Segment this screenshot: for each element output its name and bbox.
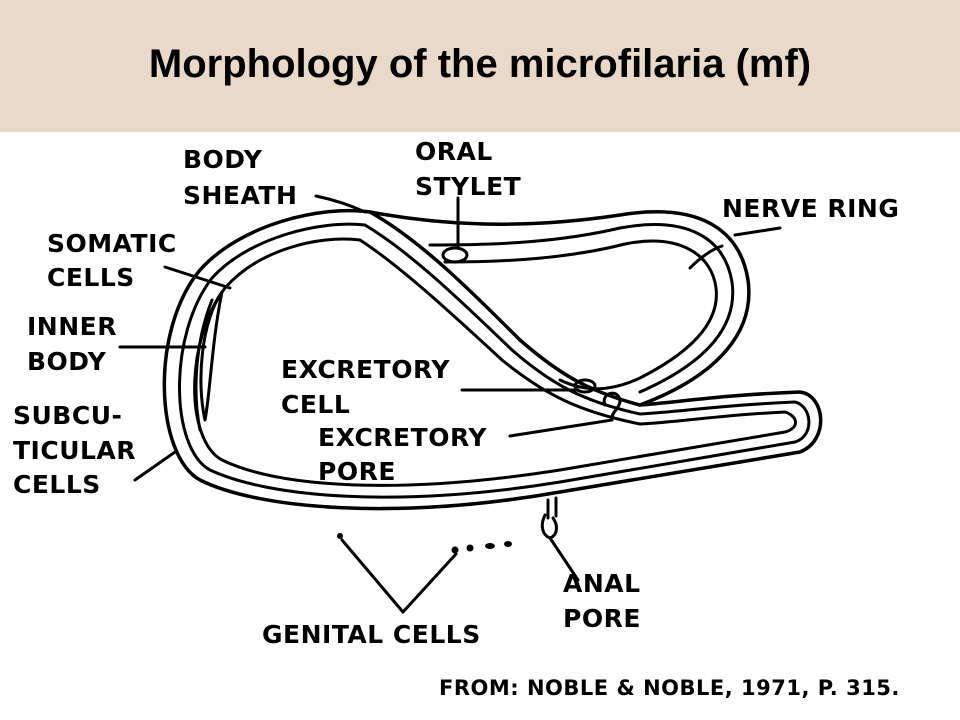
slide-title: Morphology of the microfilaria (mf) <box>148 41 812 86</box>
label-subcuticular-line1: SUBCU- <box>13 401 122 430</box>
label-inner-body: INNER BODY <box>27 312 126 376</box>
label-excretory-cell: EXCRETORY CELL <box>281 355 459 419</box>
label-excretory-cell-line1: EXCRETORY <box>281 355 450 384</box>
head-loop-outer <box>368 210 751 407</box>
label-excretory-cell-line2: CELL <box>281 390 350 419</box>
genital-cell <box>466 544 474 552</box>
label-subcuticular-cells: SUBCU- TICULAR CELLS <box>13 401 145 499</box>
inner-body-line <box>194 298 214 432</box>
excretory-cell <box>573 378 597 394</box>
worm-outer-sheath <box>162 208 823 511</box>
label-inner-body-line1: INNER <box>27 312 117 341</box>
leader-nerve-ring <box>733 226 782 237</box>
leader-body-sheath <box>314 194 367 214</box>
label-subcuticular-line2: TICULAR <box>13 436 136 465</box>
label-body-sheath: BODY SHEATH <box>183 145 297 210</box>
label-genital-cells: GENITAL CELLS <box>262 620 481 649</box>
label-oral-stylet-line2: STYLET <box>415 172 521 201</box>
label-oral-stylet: ORAL STYLET <box>415 137 521 201</box>
label-excretory-pore: EXCRETORY PORE <box>318 423 496 486</box>
label-somatic-cells: SOMATIC CELLS <box>47 229 186 292</box>
label-body-sheath-line2: SHEATH <box>183 181 297 210</box>
leader-subcuticular-cells <box>133 450 177 482</box>
label-subcuticular-line3: CELLS <box>13 470 101 499</box>
title-banner: Morphology of the microfilaria (mf) <box>0 0 960 132</box>
excretory-pore <box>602 391 622 420</box>
leader-genital-cells-right <box>401 552 458 614</box>
leader-genital-cells-left <box>340 538 405 614</box>
worm-inner-wall <box>193 237 797 487</box>
genital-cell <box>504 541 512 547</box>
nerve-ring <box>688 244 724 270</box>
label-body-sheath-line1: BODY <box>183 145 263 174</box>
genital-cell <box>485 543 495 549</box>
oral-stylet <box>441 246 469 264</box>
label-anal-pore-line2: PORE <box>563 604 641 633</box>
head-loop-middle <box>428 223 735 394</box>
label-excretory-pore-line1: EXCRETORY <box>318 423 487 452</box>
genital-cell <box>451 546 459 554</box>
label-inner-body-line2: BODY <box>27 347 107 376</box>
citation: FROM: NOBLE & NOBLE, 1971, P. 315. <box>439 676 900 700</box>
label-somatic-cells-line1: SOMATIC <box>47 229 177 258</box>
leader-excretory-pore <box>508 418 614 438</box>
label-oral-stylet-line1: ORAL <box>415 137 493 166</box>
leader-anal-pore <box>548 536 580 582</box>
label-anal-pore-line1: ANAL <box>563 569 641 598</box>
anal-pore-gap <box>546 496 558 520</box>
label-excretory-pore-line2: PORE <box>318 457 396 486</box>
inner-body <box>199 290 224 422</box>
leader-somatic-cells <box>163 265 232 290</box>
label-nerve-ring: NERVE RING <box>722 194 899 223</box>
head-loop-inner <box>443 239 718 391</box>
label-somatic-cells-line2: CELLS <box>47 263 135 292</box>
worm-cuticle <box>178 222 811 499</box>
genital-cell <box>337 533 343 539</box>
label-anal-pore: ANAL PORE <box>563 569 650 633</box>
